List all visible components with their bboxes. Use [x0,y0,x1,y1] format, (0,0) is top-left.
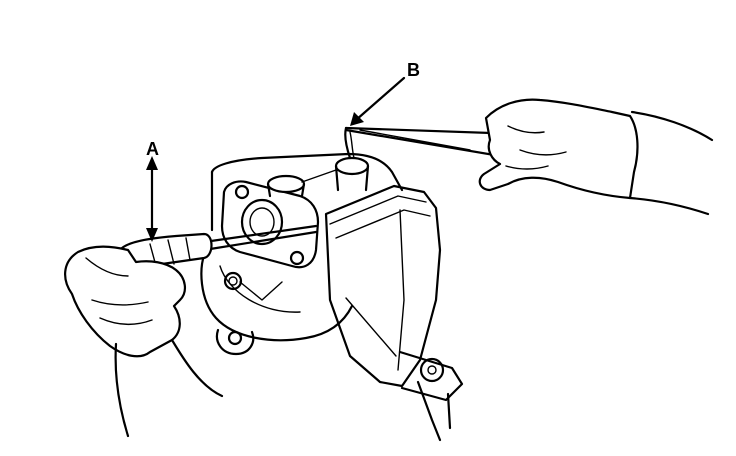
flange-part [220,156,370,269]
right-hand-with-tweezers [344,98,714,216]
callout-b-label: B [407,60,420,80]
left-hand-with-screwdriver [64,224,318,438]
arrow-leader-icon [350,112,364,126]
arrow-up-icon [146,156,158,170]
callout-a-label: A [146,139,159,159]
callout-b: B [350,60,420,126]
callout-a: A [146,139,159,242]
vise-body [200,152,464,442]
arrow-down-icon [146,228,158,242]
